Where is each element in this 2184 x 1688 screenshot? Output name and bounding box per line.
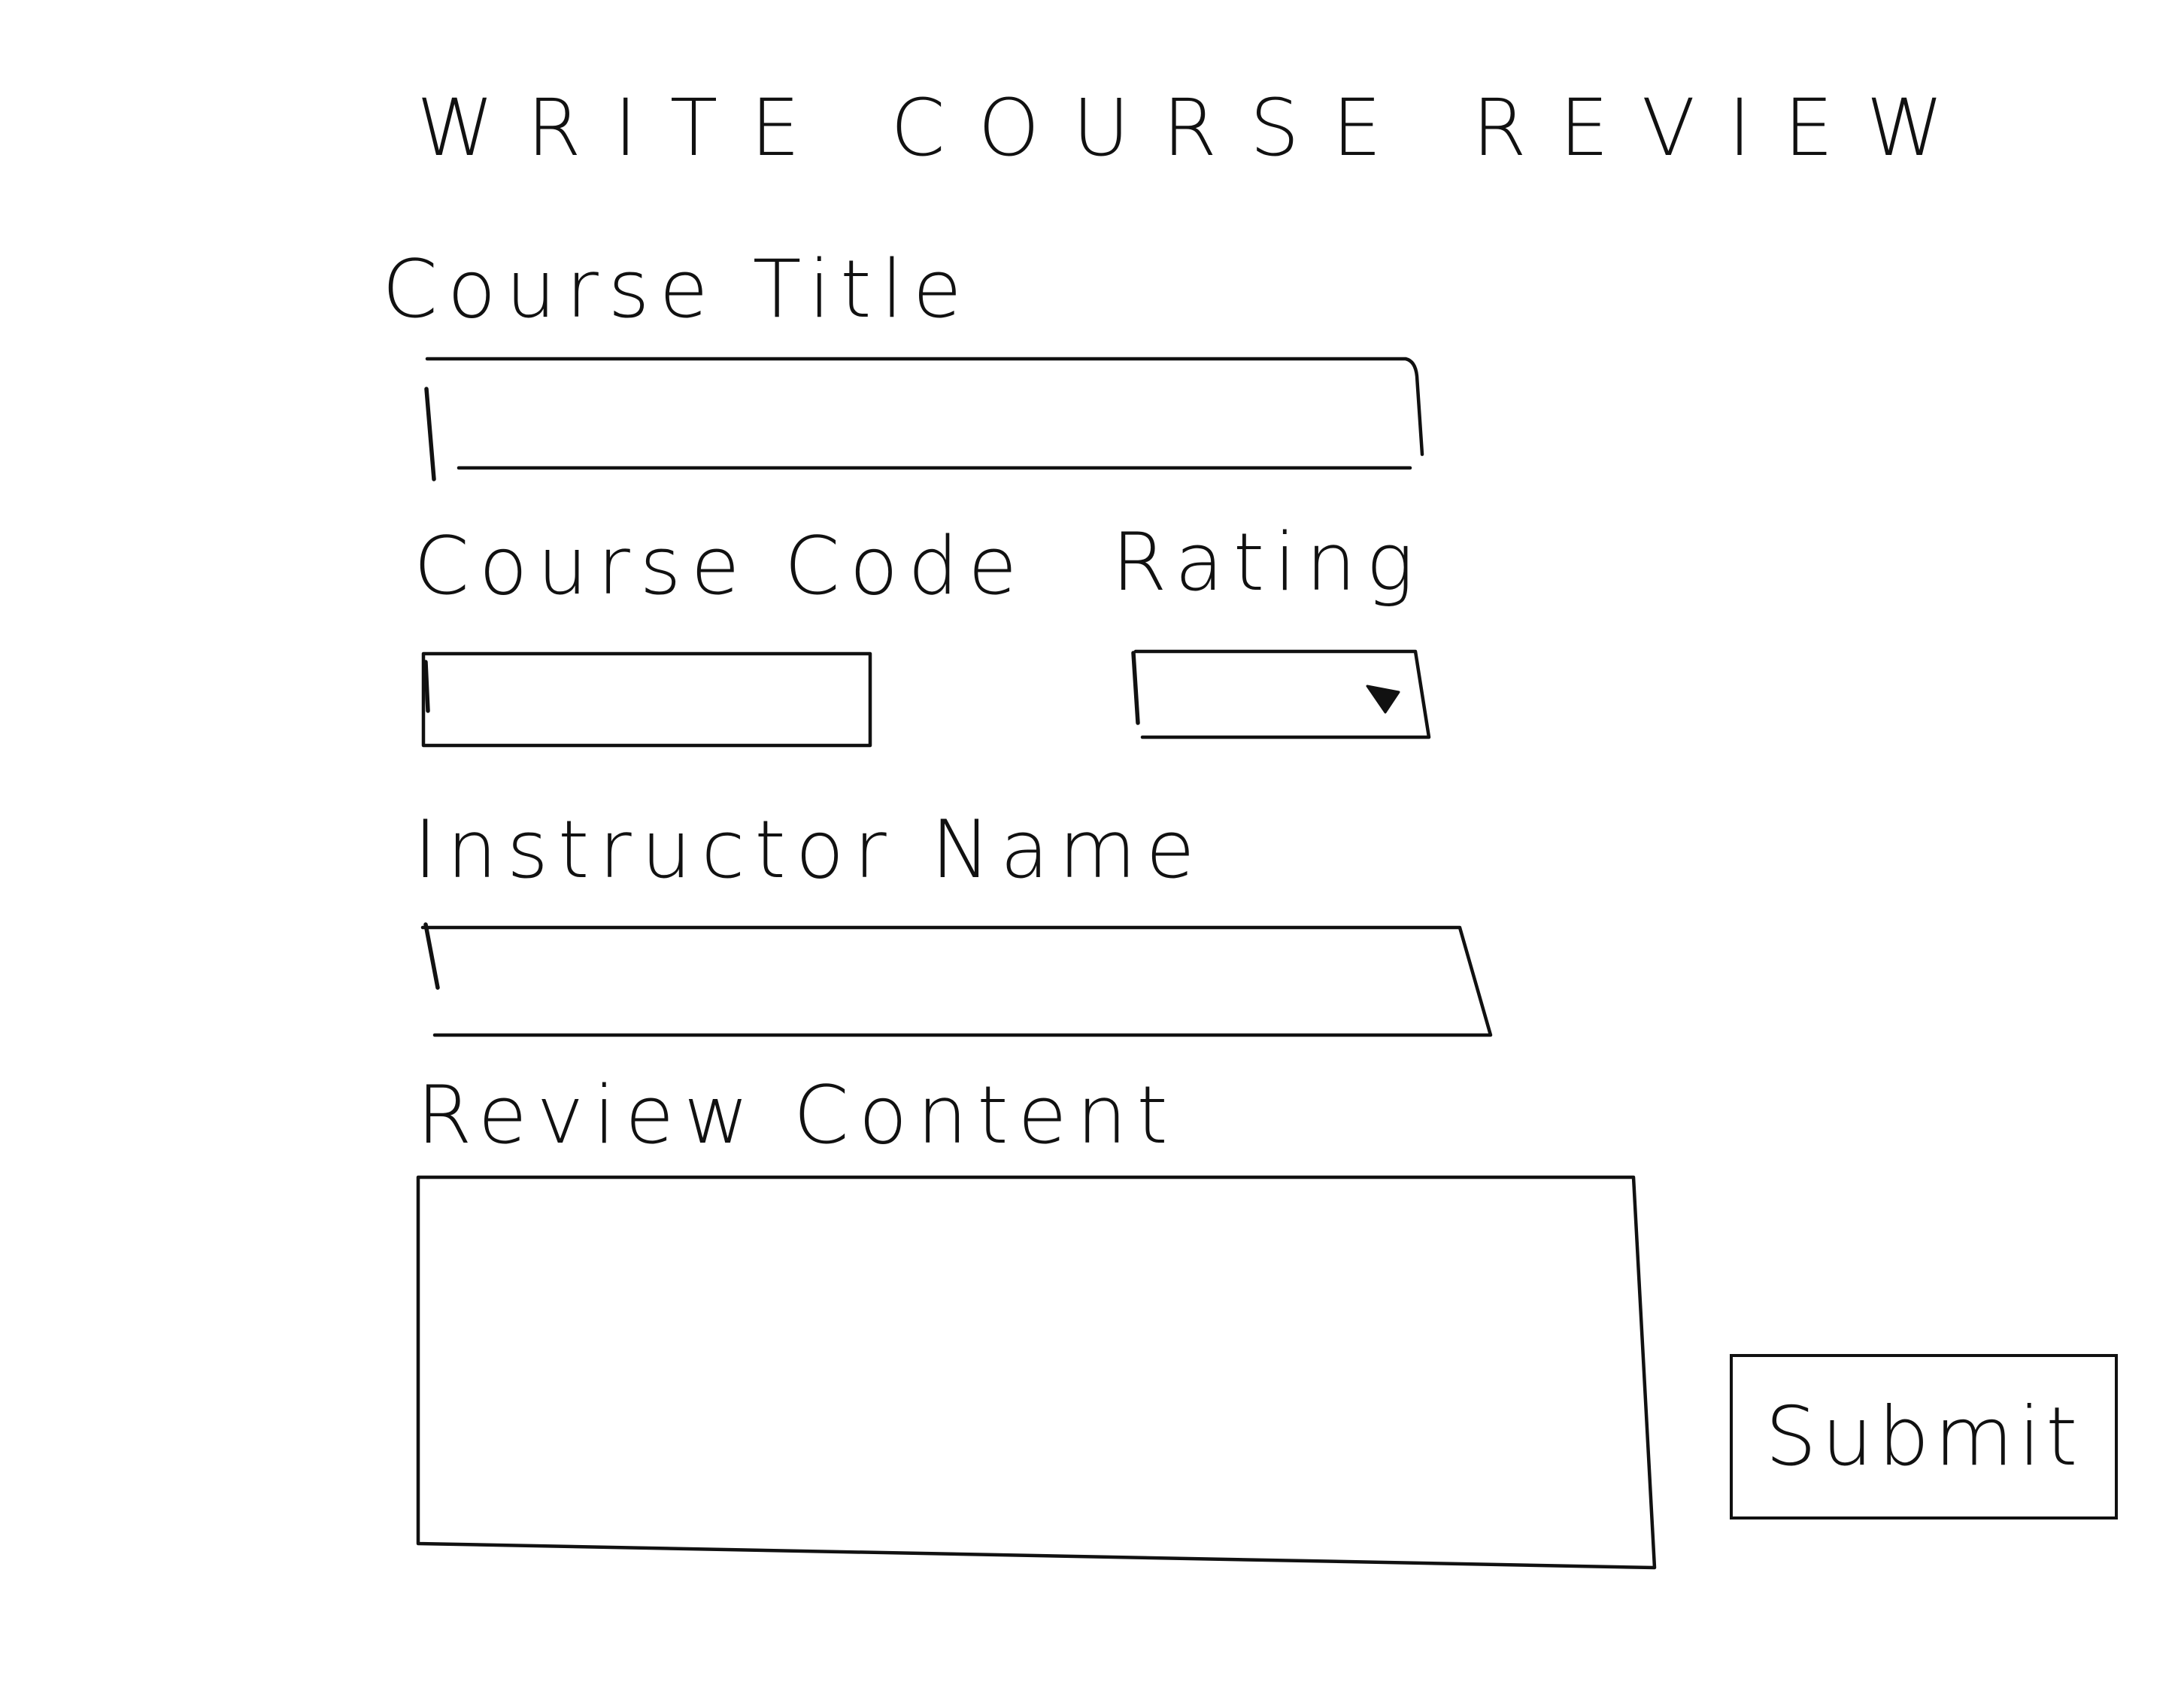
instructor-name-label: Instructor Name: [414, 803, 1205, 896]
course-code-input[interactable]: [432, 659, 864, 740]
course-title-label: Course Title: [382, 243, 972, 335]
submit-button[interactable]: Submit: [1730, 1354, 2118, 1520]
review-content-label: Review Content: [417, 1069, 1178, 1161]
course-title-input[interactable]: [444, 369, 1399, 459]
course-code-label: Course Code: [414, 520, 1027, 612]
page-title: Write Course Review: [417, 82, 1976, 174]
rating-select[interactable]: [1139, 654, 1425, 734]
rating-label: Rating: [1112, 516, 1424, 609]
review-content-textarea[interactable]: [426, 1185, 1621, 1535]
instructor-name-input[interactable]: [444, 933, 1474, 1031]
